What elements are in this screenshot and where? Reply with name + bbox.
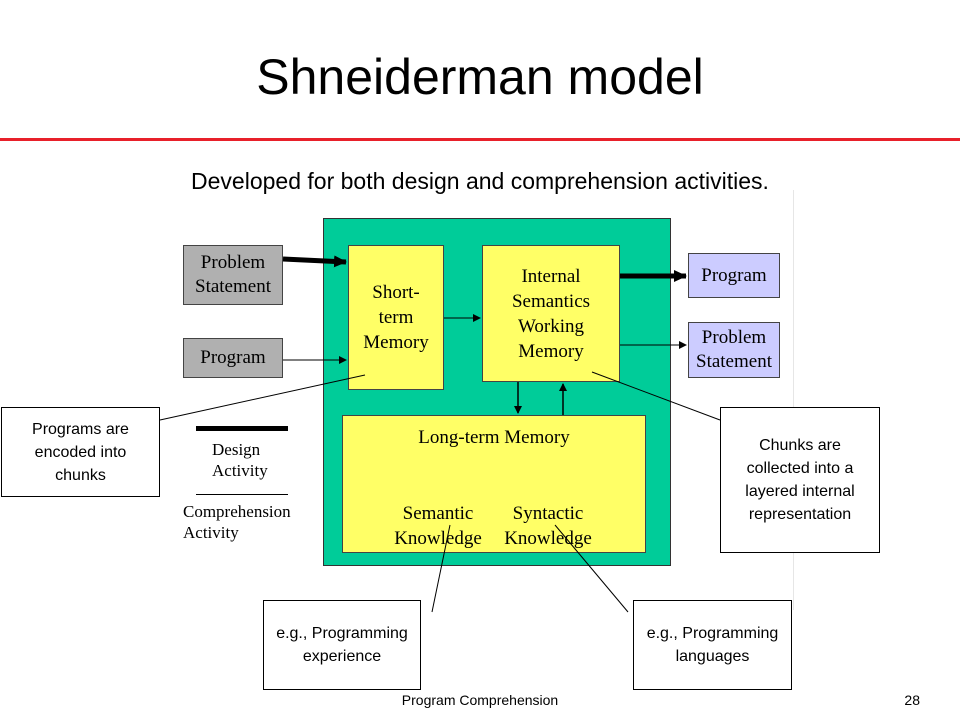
slide-divider xyxy=(793,190,794,610)
footer-page-number: 28 xyxy=(904,692,920,708)
input-problem-statement-label: Problem Statement xyxy=(195,252,271,297)
semantic-knowledge-label: Semantic Knowledge xyxy=(394,503,482,549)
short-term-memory-box: Short-term Memory xyxy=(348,245,444,390)
callout-line-stm xyxy=(159,374,366,421)
working-memory-label: Internal Semantics Working Memory xyxy=(511,265,591,362)
callout-programs-encoded-text: Programs are encoded into chunks xyxy=(32,420,129,484)
callout-line-syntactic xyxy=(554,524,629,613)
legend-comprehension-label: Comprehension Activity xyxy=(183,502,291,542)
callout-line-semantic xyxy=(431,524,451,613)
output-program: Program xyxy=(688,253,780,298)
output-program-label: Program xyxy=(701,264,767,286)
input-problem-statement: Problem Statement xyxy=(183,245,283,305)
long-term-memory-box: Long-term Memory Semantic Knowledge Synt… xyxy=(342,415,646,553)
legend-comprehension-line xyxy=(196,494,288,495)
syntactic-knowledge-label: Syntactic Knowledge xyxy=(504,503,592,549)
callout-programs-encoded: Programs are encoded into chunks xyxy=(1,407,160,497)
legend-design-label: Design Activity xyxy=(212,440,268,480)
input-program-label: Program xyxy=(200,347,266,368)
slide-subtitle: Developed for both design and comprehens… xyxy=(191,168,769,194)
callout-chunks-collected: Chunks are collected into a layered inte… xyxy=(720,407,880,553)
callout-eg-languages-text: e.g., Programming languages xyxy=(646,625,779,665)
output-problem-statement: Problem Statement xyxy=(688,322,780,378)
callout-chunks-collected-text: Chunks are collected into a layered inte… xyxy=(745,437,855,523)
long-term-memory-label: Long-term Memory xyxy=(418,426,570,448)
callout-eg-languages: e.g., Programming languages xyxy=(633,600,792,690)
callout-eg-experience: e.g., Programming experience xyxy=(263,600,421,690)
footer-course: Program Comprehension xyxy=(401,692,559,708)
legend-design-line xyxy=(196,426,288,431)
title-rule xyxy=(0,138,960,141)
output-problem-statement-label: Problem Statement xyxy=(696,327,772,372)
slide-title: Shneiderman model xyxy=(256,49,704,105)
callout-eg-experience-text: e.g., Programming experience xyxy=(276,625,408,665)
arrow-problem-to-stm xyxy=(282,255,347,268)
input-program: Program xyxy=(183,338,283,378)
working-memory-box: Internal Semantics Working Memory xyxy=(482,245,620,382)
callout-line-wm xyxy=(591,371,721,421)
short-term-memory-label: Short-term Memory xyxy=(363,282,429,353)
